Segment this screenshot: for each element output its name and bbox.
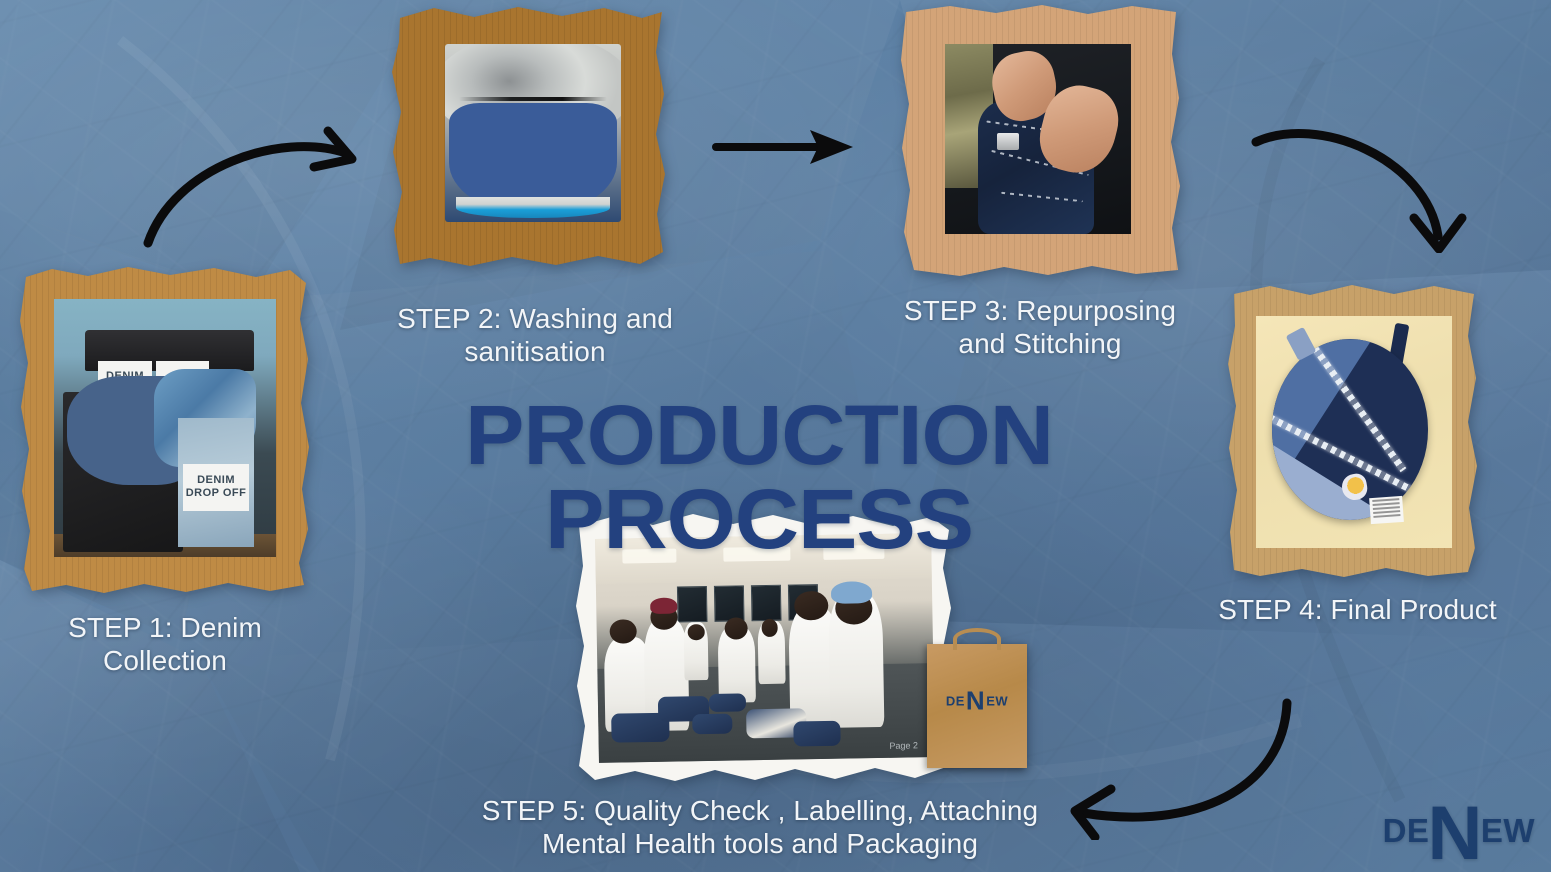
page-title: PRODUCTION PROCESS (465, 388, 1054, 566)
bag-logo-suffix: EW (986, 693, 1009, 709)
step-4-photo-frame (1228, 282, 1480, 582)
logo-mark: N (1427, 791, 1483, 872)
step-5-label: STEP 5: Quality Check , Labelling, Attac… (481, 795, 1039, 859)
classroom-packaging-photo: Page 2 (595, 533, 935, 763)
hang-tag (1368, 495, 1404, 524)
logo-prefix: DE (1382, 811, 1430, 849)
denim-drop-off-bin-photo: DENIM DR DENIM DROP OFF (54, 299, 276, 557)
step-2-label: STEP 2: Washing and sanitisation (397, 303, 673, 367)
denim-drop-off-sign: DENIM DROP OFF (182, 464, 250, 511)
step-3-photo-frame (900, 2, 1182, 280)
round-denim-bag-photo (1256, 316, 1452, 548)
logo-suffix: EW (1480, 811, 1535, 849)
step-2-photo-frame (390, 2, 670, 272)
step-4-label: STEP 4: Final Product (1218, 594, 1497, 625)
step-1-photo-frame: DENIM DR DENIM DROP OFF (18, 263, 313, 598)
bag-logo-mark: N (965, 685, 986, 716)
step-1-label: STEP 1: Denim Collection (68, 612, 262, 676)
stitching-hands-photo (945, 44, 1131, 234)
bag-logo-prefix: DE (945, 693, 965, 709)
photo-page-number: Page 2 (889, 740, 919, 752)
step-3-label: STEP 3: Repurposing and Stitching (903, 295, 1177, 359)
washing-machine-photo (445, 44, 621, 222)
